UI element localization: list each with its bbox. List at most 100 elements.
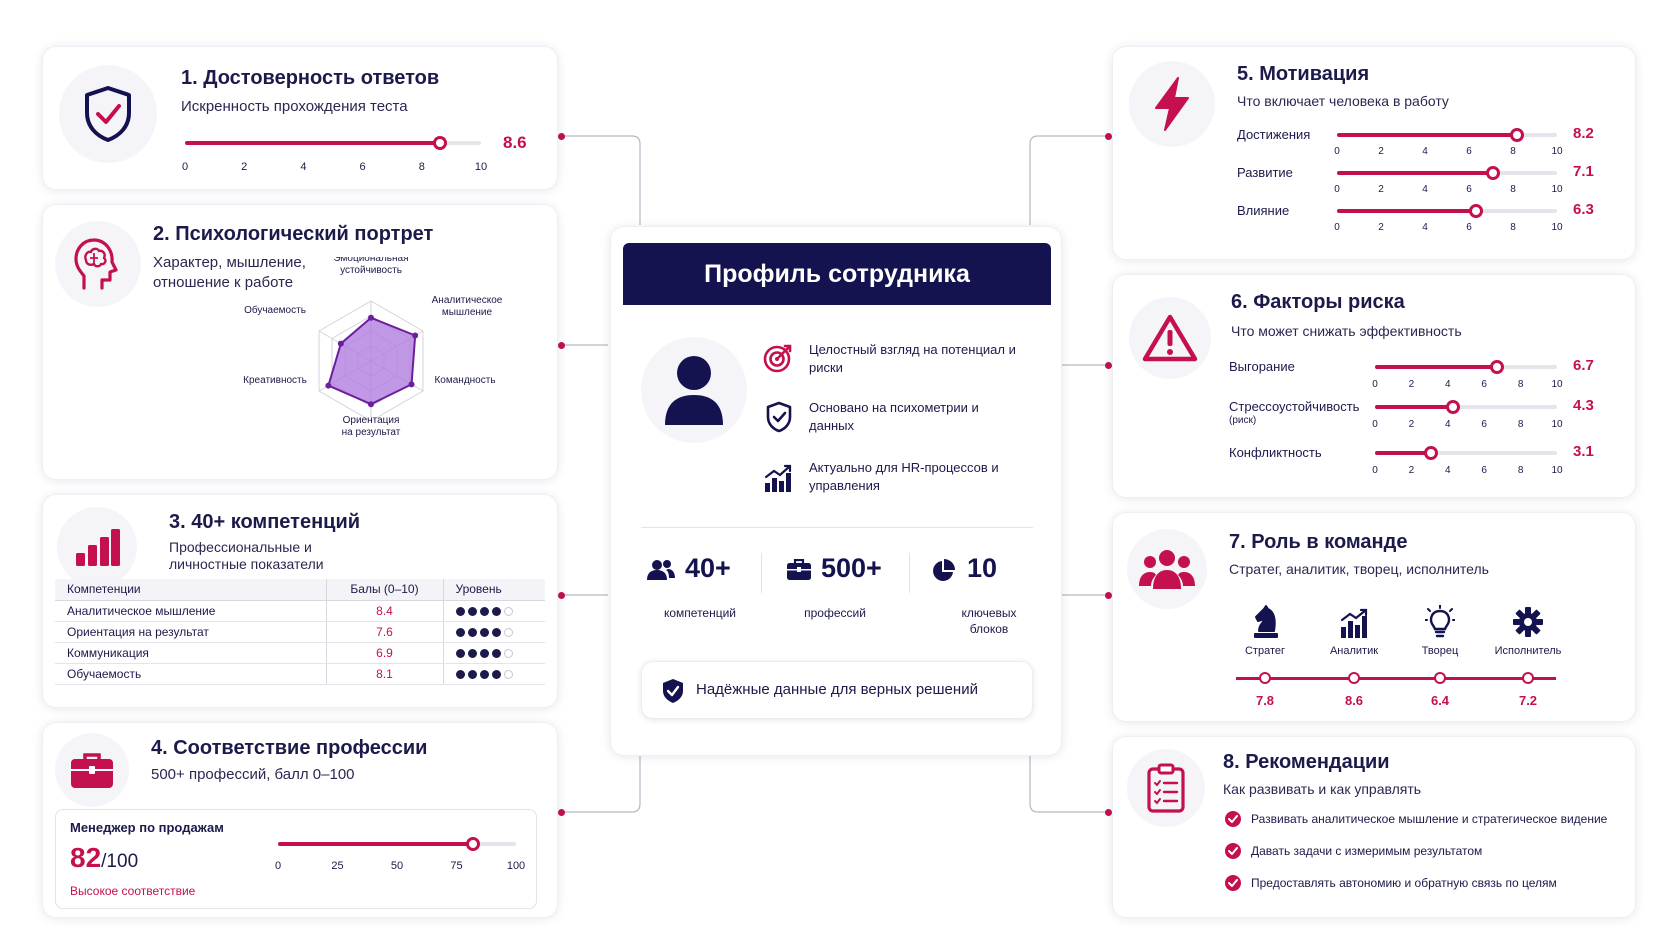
risk-value: 3.1 <box>1573 443 1594 460</box>
block-team-role-card: 7. Роль в команде Стратег, аналитик, тво… <box>1112 512 1636 722</box>
shield-check-icon <box>85 86 131 142</box>
tick-label: 8 <box>1517 379 1524 390</box>
table-row: Обучаемость 8.1 <box>55 663 545 685</box>
tick-label: 10 <box>1551 465 1563 476</box>
recommendation-item: Предоставлять автономию и обратную связь… <box>1251 876 1557 890</box>
role-point <box>1522 672 1534 684</box>
block-portrait-card: 2. Психологический портрет Характер, мыш… <box>42 204 558 480</box>
trust-banner: Надёжные данные для верных решений <box>641 661 1033 719</box>
shield-check-icon <box>766 401 792 433</box>
tick-label: 4 <box>1445 379 1451 390</box>
recommendation-item: Развивать аналитическое мышление и страт… <box>1251 812 1608 826</box>
feature-text-3: Актуально для HR-процессов и управления <box>809 460 999 493</box>
role-value: 7.2 <box>1518 693 1538 708</box>
radar-axis-label: Обучаемость <box>244 304 306 316</box>
block2-subtitle-line2: отношение к работе <box>153 274 294 291</box>
radar-area <box>327 316 417 406</box>
slider-knob <box>1424 446 1439 460</box>
lightning-icon <box>1155 77 1189 131</box>
connector-dot <box>558 809 565 816</box>
tick-label: 6 <box>1481 465 1487 476</box>
block4-subtitle: 500+ профессий, балл 0–100 <box>151 766 355 783</box>
profession-match-box: Менеджер по продажам 82/100 Высокое соот… <box>55 809 537 909</box>
motivation-value: 6.3 <box>1573 201 1594 218</box>
role-label: Творец <box>1421 645 1459 657</box>
motivation-slider <box>1337 125 1557 145</box>
head-icon-circle <box>55 221 141 307</box>
table-row: Аналитическое мышление 8.4 <box>55 600 545 622</box>
tick-label: 0 <box>181 161 189 173</box>
tick-label: 8 <box>1510 146 1516 157</box>
competency-level <box>442 642 545 664</box>
risk-value: 4.3 <box>1573 397 1594 414</box>
tick-label: 25 <box>331 860 344 872</box>
tick-label: 6 <box>1466 146 1472 157</box>
motivation-value: 7.1 <box>1573 163 1594 180</box>
tick-label: 10 <box>1551 419 1563 430</box>
table-row: Коммуникация 6.9 <box>55 642 545 664</box>
connector-dot <box>558 592 565 599</box>
radar-axis-label: Креативность <box>243 375 307 386</box>
block-recommendations-card: 8. Рекомендации Как развивать и как упра… <box>1112 736 1636 918</box>
slider-knob <box>432 136 447 150</box>
tick-label: 6 <box>1481 419 1487 430</box>
lightning-icon-circle <box>1129 61 1215 147</box>
shield-check-icon <box>663 679 683 703</box>
connector-dot <box>1105 133 1112 140</box>
bars-icon-circle <box>57 507 137 587</box>
tick-label: 6 <box>1481 379 1487 390</box>
stat-divider <box>909 553 910 593</box>
connector-dot <box>558 133 565 140</box>
shield-icon-circle <box>59 65 157 163</box>
competency-name: Коммуникация <box>55 642 326 664</box>
tick-label: 2 <box>1408 465 1415 476</box>
users-icon <box>647 560 675 580</box>
competency-name: Ориентация на результат <box>55 621 326 643</box>
tick-label: 6 <box>1466 184 1472 195</box>
risk-ticks: 0 2 4 6 8 10 <box>1372 465 1562 479</box>
block1-title: 1. Достоверность ответов <box>181 67 440 89</box>
bar-growth-icon <box>1340 608 1368 638</box>
tick-label: 8 <box>1510 184 1516 195</box>
block7-subtitle: Стратег, аналитик, творец, исполнитель <box>1229 561 1489 577</box>
tick-label: 50 <box>390 860 404 872</box>
tick-label: 0 <box>1372 465 1378 476</box>
radar-point <box>325 382 332 389</box>
briefcase-icon <box>71 753 113 788</box>
role-point <box>1259 672 1271 684</box>
block3-subtitle-line2: личностные показатели <box>169 556 324 572</box>
warning-icon-circle <box>1129 297 1211 379</box>
trust-banner-text: Надёжные данные для верных решений <box>696 681 978 698</box>
profession-slider <box>278 834 516 854</box>
divider <box>641 527 1033 528</box>
slider-knob <box>1489 360 1504 374</box>
radar-point <box>368 314 374 321</box>
table-header-row: Компетенции Балы (0–10) Уровень <box>55 579 545 601</box>
check-icon <box>1225 811 1241 827</box>
competency-level <box>442 600 545 622</box>
role-label: Аналитик <box>1329 645 1379 657</box>
stat-divider <box>761 553 762 593</box>
tick-label: 75 <box>450 860 463 872</box>
tick-label: 4 <box>1445 465 1451 476</box>
role-value: 6.4 <box>1430 693 1450 708</box>
stat-label-1: компетенций <box>663 606 737 620</box>
block6-title: 6. Факторы риска <box>1231 291 1405 313</box>
competency-score: 6.9 <box>325 642 443 664</box>
slider-knob <box>1510 128 1525 142</box>
stat-label-2: профессий <box>804 606 866 620</box>
col-header: Балы (0–10) <box>325 579 443 601</box>
tick-label: 8 <box>1517 465 1524 476</box>
block8-subtitle: Как развивать и как управлять <box>1223 781 1422 797</box>
motivation-label: Достижения <box>1237 127 1311 142</box>
check-icon <box>1225 843 1241 859</box>
slider-knob <box>1468 204 1483 218</box>
risk-slider <box>1375 397 1557 417</box>
block-reliability-card: 1. Достоверность ответов Искренность про… <box>42 46 558 190</box>
clipboard-icon-circle <box>1127 749 1205 827</box>
check-icon <box>1225 875 1241 891</box>
